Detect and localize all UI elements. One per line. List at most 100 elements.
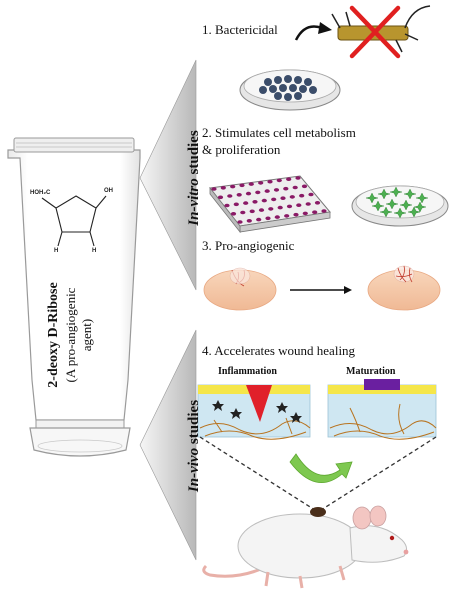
in-vitro-italic: In-vitro [186, 178, 202, 226]
green-cell [385, 198, 399, 210]
well [286, 177, 292, 181]
tube-label: 2-deoxy D-Ribose (A pro-angiogenic agent… [45, 255, 115, 415]
green-cell [379, 206, 393, 218]
skin-before [203, 267, 277, 311]
green-cell [365, 192, 379, 204]
well [261, 198, 267, 203]
in-vivo-bracket-triangle [139, 329, 197, 561]
well [252, 200, 258, 204]
well [240, 210, 246, 215]
bacterium [331, 5, 431, 53]
well [293, 212, 299, 217]
well [289, 195, 295, 199]
green-cell [415, 192, 429, 204]
well [283, 186, 289, 191]
step-4-label: 4. Accelerates wound healing [202, 343, 356, 358]
well [296, 203, 302, 207]
well [243, 201, 249, 205]
green-cell [399, 199, 413, 211]
well [230, 184, 236, 189]
well [236, 193, 242, 197]
compound-description-line1: (A pro-angiogenic [63, 287, 78, 383]
ribose-structure [41, 195, 107, 247]
maturation-label: Maturation [346, 366, 396, 377]
well [292, 185, 298, 190]
zoom-line-right [317, 436, 437, 513]
in-vitro-rest: studies [186, 130, 202, 179]
skin-after [367, 265, 441, 311]
green-cell [371, 200, 385, 212]
well [217, 195, 224, 200]
well [233, 202, 239, 207]
ribose-h-right: H [92, 248, 97, 254]
ribose-group-right: OH [104, 188, 113, 194]
well [273, 188, 280, 192]
step-2-label-line2: & proliferation [202, 142, 281, 157]
well [314, 201, 321, 205]
in-vivo-label: In-vivo studies [186, 371, 206, 521]
well [271, 197, 277, 202]
wound-panel-inflammation [197, 384, 311, 440]
green-cell [389, 186, 403, 198]
well [295, 176, 301, 180]
compound-description-line2: agent) [79, 318, 94, 352]
petri-dish-cells [351, 185, 449, 227]
well [277, 205, 283, 210]
well [258, 181, 264, 185]
step-3-label: 3. Pro-angiogenic [202, 238, 295, 253]
well [245, 191, 252, 196]
well [302, 211, 308, 216]
well [299, 193, 305, 198]
well [267, 179, 273, 184]
well [255, 190, 261, 195]
well [312, 210, 318, 214]
ointment-tube [7, 137, 141, 457]
well [220, 186, 226, 190]
well [227, 194, 233, 198]
green-cell [403, 188, 417, 200]
in-vivo-italic: In-vivo [186, 447, 202, 493]
well [230, 212, 237, 216]
ribose-group-left: HOH₂C [30, 190, 51, 196]
well [211, 187, 217, 191]
well [248, 182, 254, 186]
well [249, 209, 255, 214]
well [268, 207, 274, 211]
well-plate [209, 175, 331, 234]
zoom-line-left [199, 436, 319, 513]
green-cell [407, 206, 421, 218]
well [265, 216, 271, 221]
well [239, 183, 245, 188]
rat-illustration [202, 505, 409, 589]
petri-dish-bacteria [239, 69, 341, 111]
well [308, 192, 314, 197]
compound-name: 2-deoxy D-Ribose [46, 282, 61, 388]
well [274, 215, 280, 219]
well [301, 184, 308, 189]
well [237, 220, 243, 224]
ribose-h-left: H [54, 248, 59, 254]
well [276, 178, 282, 183]
inflammation-label: Inflammation [218, 366, 277, 377]
in-vivo-rest: studies [186, 399, 202, 448]
step-2-label-line1: 2. Stimulates cell metabolism [202, 125, 356, 140]
well [256, 217, 262, 222]
well [321, 209, 327, 213]
well [224, 203, 230, 208]
well [258, 208, 265, 212]
in-vitro-bracket-triangle [139, 59, 197, 291]
step-1-label: 1. Bactericidal [202, 22, 278, 37]
cross-icon [349, 5, 401, 59]
well [284, 214, 290, 218]
well [246, 219, 252, 223]
well [286, 204, 293, 209]
green-cell [377, 188, 391, 200]
wound-panel-maturation [327, 379, 437, 440]
green-cell [393, 207, 407, 219]
well [280, 196, 286, 200]
curved-arrow-1 [294, 25, 323, 41]
well [305, 202, 311, 206]
healing-arrow [289, 453, 353, 483]
well [264, 189, 270, 193]
